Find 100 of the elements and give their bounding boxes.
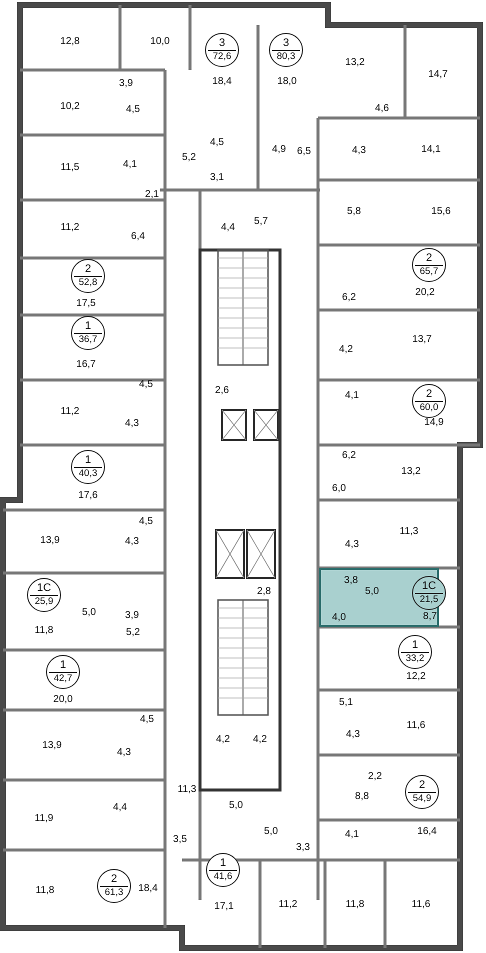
room-area: 17,5 (76, 298, 96, 310)
apartment-area: 21,5 (420, 593, 438, 606)
room-area: 11,3 (400, 526, 418, 538)
apartment-badge (46, 655, 80, 689)
room-area: 6,5 (297, 146, 311, 158)
apartment-badge (71, 259, 105, 293)
room-area: 5,0 (82, 607, 96, 619)
room-count: 1С (422, 579, 436, 593)
room-count: 1 (220, 856, 226, 870)
room-area: 17,1 (214, 901, 234, 913)
apartment-area: 60,0 (420, 401, 438, 414)
room-area: 4,2 (216, 734, 230, 746)
apartment-badge (97, 869, 131, 903)
room-area: 8,7 (423, 611, 437, 623)
room-area: 4,5 (139, 379, 153, 391)
room-area: 4,3 (125, 536, 139, 548)
apartment-area: 25,9 (34, 595, 54, 608)
room-area: 14,1 (421, 144, 441, 156)
room-area: 4,1 (345, 829, 359, 841)
room-area: 15,6 (431, 206, 451, 218)
room-area: 6,2 (342, 450, 356, 462)
room-area: 20,2 (415, 287, 435, 299)
room-area: 5,7 (254, 216, 268, 228)
room-area: 6,0 (332, 483, 346, 495)
apartment-area: 80,3 (276, 50, 296, 63)
room-area: 4,3 (346, 729, 360, 741)
room-area: 3,9 (119, 78, 133, 90)
room-area: 5,0 (365, 586, 379, 598)
room-area: 11,2 (60, 406, 80, 418)
apartment-area: 54,9 (412, 792, 432, 805)
room-area: 4,3 (117, 747, 131, 759)
room-area: 4,2 (339, 344, 353, 356)
apartment-badge (205, 33, 239, 67)
apartment-area: 61,3 (104, 886, 124, 899)
apartment-area: 52,8 (78, 276, 98, 289)
room-area: 10,0 (150, 36, 170, 48)
room-area: 14,9 (424, 417, 444, 429)
room-area: 13,9 (40, 535, 60, 547)
room-area: 2,2 (368, 771, 382, 783)
room-area: 4,3 (352, 145, 366, 157)
room-area: 11,8 (36, 885, 54, 897)
room-area: 4,5 (126, 104, 140, 116)
room-count: 1 (412, 638, 418, 652)
room-count: 2 (418, 778, 426, 792)
room-count: 2 (426, 251, 432, 265)
apartment-badge (398, 635, 432, 669)
apartment-badge (71, 450, 105, 484)
room-area: 4,3 (125, 418, 139, 430)
apartment-area: 40,3 (78, 467, 98, 480)
apartment-badge (206, 853, 240, 887)
apartment-badge (405, 775, 439, 809)
room-area: 13,2 (345, 57, 365, 69)
room-area: 17,6 (78, 490, 98, 502)
room-area: 4,5 (140, 714, 154, 726)
room-area: 3,3 (296, 842, 310, 854)
room-area: 3,8 (344, 575, 358, 587)
apartment-badge (71, 316, 105, 350)
room-area: 11,2 (278, 899, 298, 911)
room-area: 4,1 (345, 390, 359, 402)
room-area: 4,2 (253, 734, 267, 746)
room-area: 6,2 (342, 292, 356, 304)
room-area: 5,1 (339, 697, 353, 709)
room-area: 11,3 (178, 784, 196, 796)
room-count: 1С (36, 581, 52, 595)
apartment-area: 33,2 (406, 652, 424, 665)
room-area: 14,7 (428, 69, 448, 81)
room-area: 4,4 (221, 222, 235, 234)
room-area: 5,0 (264, 826, 278, 838)
apartment-area: 72,6 (212, 50, 232, 63)
room-area: 3,1 (210, 172, 224, 184)
room-area: 10,2 (60, 101, 80, 113)
room-count: 1 (84, 319, 92, 333)
room-area: 5,2 (182, 152, 196, 164)
apartment-badge (27, 578, 61, 612)
room-area: 6,4 (131, 231, 145, 243)
room-area: 18,4 (212, 76, 232, 88)
room-area: 4,4 (113, 802, 127, 814)
room-area: 18,4 (138, 883, 158, 895)
room-area: 5,8 (347, 206, 361, 218)
room-area: 3,9 (125, 610, 139, 622)
room-area: 2,8 (257, 586, 271, 598)
room-area: 13,9 (42, 740, 62, 752)
room-area: 20,0 (53, 694, 73, 706)
room-area: 11,6 (412, 899, 430, 911)
room-area: 5,0 (229, 800, 243, 812)
room-area: 13,7 (412, 334, 432, 346)
room-count: 2 (110, 872, 118, 886)
room-area: 11,9 (34, 813, 54, 825)
room-area: 3,5 (173, 834, 187, 846)
room-area: 2,1 (145, 189, 159, 201)
room-area: 5,2 (126, 627, 140, 639)
room-count: 1 (84, 453, 92, 467)
room-area: 4,0 (332, 612, 346, 624)
room-area: 12,2 (406, 671, 426, 683)
room-count: 2 (426, 387, 432, 401)
apartment-area: 42,7 (54, 672, 72, 685)
apartment-area: 36,7 (78, 333, 98, 346)
room-area: 2,6 (215, 385, 229, 397)
apartment-badge (412, 384, 446, 418)
apartment-badge (269, 33, 303, 67)
